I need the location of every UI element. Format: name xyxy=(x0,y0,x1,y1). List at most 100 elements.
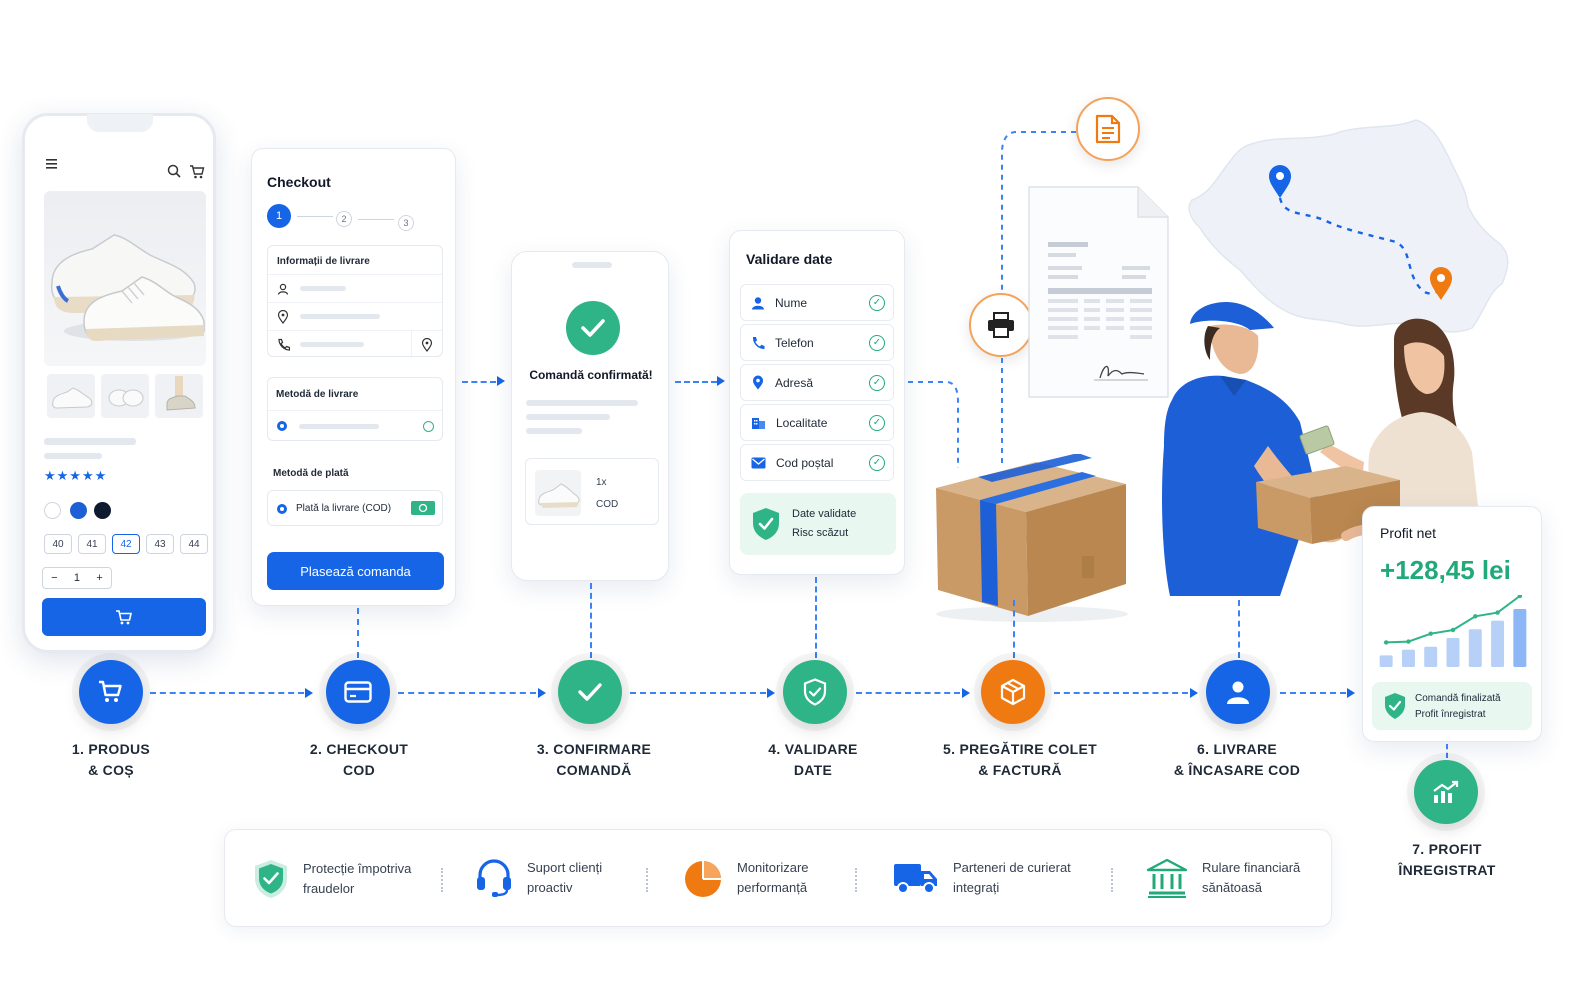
size-option[interactable]: 43 xyxy=(146,534,174,554)
delivery-option[interactable] xyxy=(268,410,442,441)
step-circle-4 xyxy=(783,660,847,724)
order-item: 1x COD xyxy=(525,458,659,525)
phone-field[interactable] xyxy=(268,330,442,358)
profit-chart xyxy=(1379,595,1527,667)
thumbnail-2[interactable] xyxy=(101,374,149,418)
shield-check-icon xyxy=(753,508,779,540)
connector xyxy=(815,577,817,658)
connector xyxy=(462,381,496,383)
destination-pin-icon xyxy=(1430,267,1452,300)
delivery-option-placeholder xyxy=(299,424,379,429)
product-image[interactable] xyxy=(44,191,206,366)
feature-text: proactiv xyxy=(527,880,573,895)
payment-option-cod[interactable]: Plată la livrare (COD) xyxy=(267,490,443,526)
place-order-button[interactable]: Plasează comanda xyxy=(267,552,444,590)
profit-status-line2: Profit înregistrat xyxy=(1415,709,1486,720)
phone-icon xyxy=(752,336,765,349)
checkout-card: Checkout 1 2 3 Informații de livrare Met… xyxy=(251,148,456,606)
search-icon[interactable] xyxy=(167,164,181,178)
step-label-1: 1. PRODUS& COȘ xyxy=(71,741,151,778)
radio-selected[interactable] xyxy=(277,421,287,431)
timeline-connector xyxy=(1054,692,1188,694)
text-placeholder xyxy=(526,414,610,420)
separator xyxy=(646,868,648,892)
size-option-selected[interactable]: 42 xyxy=(112,534,140,554)
validation-result-line1: Date validate xyxy=(792,508,857,520)
menu-icon[interactable] xyxy=(45,158,59,170)
location-pin-icon xyxy=(753,375,763,390)
profit-trend-point xyxy=(1383,640,1389,645)
validation-field-label: Cod poștal xyxy=(776,455,834,470)
add-to-cart-button[interactable] xyxy=(42,598,206,636)
check-icon: ✓ xyxy=(869,374,885,391)
connector xyxy=(1446,744,1448,758)
step-connector xyxy=(358,219,394,220)
thumbnail-1[interactable] xyxy=(47,374,95,418)
feature-text: performanță xyxy=(737,880,808,895)
order-item-image xyxy=(535,470,581,516)
profit-trend-point xyxy=(1517,595,1523,599)
arrow-right-icon xyxy=(497,376,505,386)
profit-value: +128,45 lei xyxy=(1380,555,1511,585)
thumbnail-3[interactable] xyxy=(155,374,203,418)
connector xyxy=(1013,600,1015,658)
increment-button[interactable]: + xyxy=(96,572,103,584)
validation-field-label: Adresă xyxy=(775,375,814,390)
color-swatch-navy[interactable] xyxy=(94,502,111,519)
user-icon xyxy=(277,283,289,295)
pie-chart-icon xyxy=(685,861,721,897)
profit-trend-point xyxy=(1473,614,1478,619)
size-option[interactable]: 41 xyxy=(78,534,106,554)
quantity-stepper[interactable]: − 1 + xyxy=(42,567,112,589)
delivery-method-section: Metodă de livrare xyxy=(267,377,443,441)
location-pin-icon xyxy=(277,310,289,324)
size-option[interactable]: 40 xyxy=(44,534,72,554)
profit-card: Profit net +128,45 lei Comandă finalizat… xyxy=(1362,506,1542,742)
radio-unselected[interactable] xyxy=(423,421,434,432)
cart-icon[interactable] xyxy=(189,164,205,179)
profit-bar xyxy=(1401,649,1415,667)
feature-text: sănătoasă xyxy=(1202,880,1262,895)
timeline-connector xyxy=(630,692,766,694)
step-circle-5 xyxy=(981,660,1045,724)
separator xyxy=(441,868,443,892)
size-option[interactable]: 44 xyxy=(180,534,208,554)
phone-speaker xyxy=(572,262,612,268)
cart-icon xyxy=(116,610,133,625)
origin-pin-icon xyxy=(1269,165,1291,198)
payment-option-label: Plată la livrare (COD) xyxy=(296,503,392,514)
arrow-right-icon xyxy=(767,688,775,698)
profit-title: Profit net xyxy=(1380,525,1437,541)
field-divider xyxy=(411,331,412,358)
name-field[interactable] xyxy=(268,274,442,302)
bank-icon xyxy=(1146,858,1188,898)
title-placeholder xyxy=(44,438,136,445)
connector xyxy=(1001,131,1076,468)
profit-status: Comandă finalizată Profit înregistrat xyxy=(1372,682,1532,730)
delivery-info-section: Informații de livrare xyxy=(267,245,443,358)
confirmation-title: Comandă confirmată! xyxy=(529,368,653,382)
address-field[interactable] xyxy=(268,302,442,330)
radio-selected[interactable] xyxy=(277,504,287,514)
route-map xyxy=(1188,119,1509,333)
validation-field-label: Localitate xyxy=(776,415,828,430)
profit-trend-point xyxy=(1428,631,1433,636)
decrement-button[interactable]: − xyxy=(51,572,58,584)
order-item-method: COD xyxy=(596,499,619,510)
color-swatch-blue[interactable] xyxy=(70,502,87,519)
step-circle-6 xyxy=(1206,660,1270,724)
profit-bar xyxy=(1513,609,1527,667)
sneaker-image xyxy=(50,234,205,341)
text-placeholder xyxy=(526,428,582,434)
profit-bar xyxy=(1446,638,1460,667)
credit-card-icon xyxy=(344,681,372,703)
phone-placeholder xyxy=(300,342,364,347)
order-item-qty: 1x xyxy=(596,477,607,488)
location-pin-icon[interactable] xyxy=(421,338,433,352)
color-swatch-white[interactable] xyxy=(44,502,61,519)
profit-trend-point xyxy=(1406,639,1411,644)
